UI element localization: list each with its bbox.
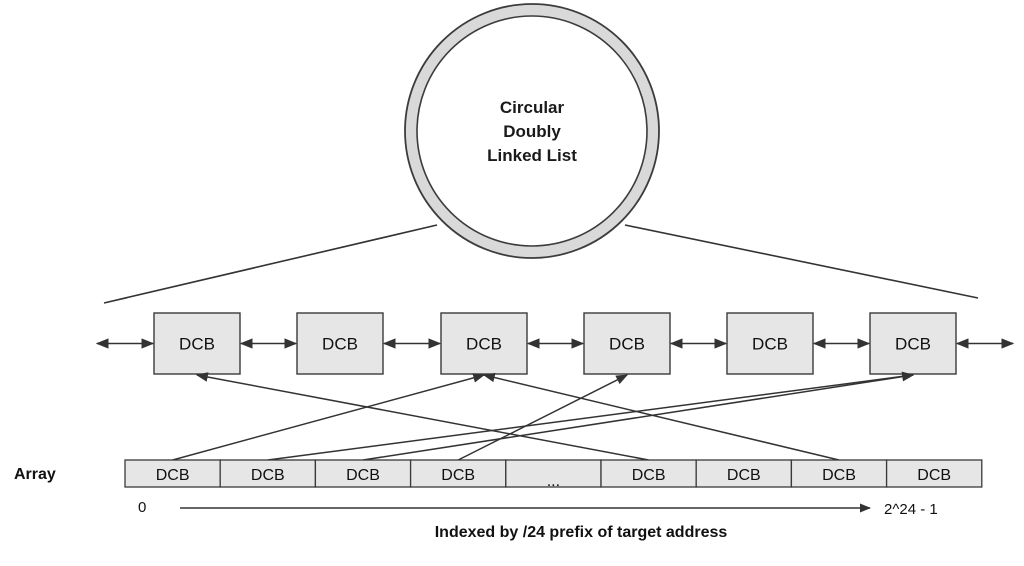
array-cell: DCB <box>790 459 888 488</box>
list-node-box <box>583 312 671 375</box>
circle-title-line-3: Linked List <box>487 146 577 165</box>
array-cell: DCB <box>695 459 793 488</box>
pointer-arrow <box>172 373 486 461</box>
array-cell: DCB <box>219 459 317 488</box>
array-cell: ... <box>505 459 602 490</box>
array-cell-box <box>314 459 412 488</box>
array-cell: DCB <box>124 459 221 488</box>
list-node-label: DCB <box>466 335 502 354</box>
array-cell: DCB <box>409 459 507 488</box>
list-node-label: DCB <box>609 335 645 354</box>
list-node-label: DCB <box>179 335 215 354</box>
circle-title-line-2: Doubly <box>503 122 561 141</box>
array-cell: DCB <box>885 459 983 488</box>
array-cell-label: DCB <box>917 467 951 484</box>
array-label: Array <box>14 466 56 483</box>
pointer-arrow <box>457 374 629 461</box>
array-cell-box <box>790 459 888 488</box>
array-cell-box <box>885 459 983 488</box>
array-cell-box <box>124 459 221 488</box>
index-end-label: 2^24 - 1 <box>884 501 938 518</box>
list-node-dcb: DCB <box>296 312 384 375</box>
array-cell-label: DCB <box>346 467 380 484</box>
array-cell-label: DCB <box>632 467 666 484</box>
list-node-label: DCB <box>895 335 931 354</box>
array-cell-label: DCB <box>441 467 475 484</box>
pointer-arrow <box>267 371 915 461</box>
array-index-caption: Indexed by /24 prefix of target address <box>435 524 728 541</box>
array-cell-label: DCB <box>251 467 285 484</box>
list-node-dcb: DCB <box>583 312 671 375</box>
array-cell-box <box>695 459 793 488</box>
list-node-label: DCB <box>322 335 358 354</box>
array-ellipsis: ... <box>547 473 560 490</box>
array-cell-label: DCB <box>822 467 856 484</box>
array-cell-label: DCB <box>156 467 190 484</box>
linked-list: DCB DCB DCB DCB DCB DCB <box>95 312 1015 375</box>
array-cell: DCB <box>600 459 697 488</box>
list-node-dcb: DCB <box>153 312 241 375</box>
index-start-label: 0 <box>138 499 146 516</box>
array-cell-label: DCB <box>727 467 761 484</box>
array-cell-box <box>409 459 507 488</box>
pointer-arrow <box>362 371 915 461</box>
pointer-arrow <box>195 372 649 461</box>
array-cell-box <box>505 459 602 488</box>
list-node-dcb: DCB <box>869 312 957 375</box>
pointer-arrow <box>482 372 840 461</box>
list-node-label: DCB <box>752 335 788 354</box>
array-cell: DCB <box>314 459 412 488</box>
list-node-box <box>726 312 814 375</box>
circular-list-circle: Circular Doubly Linked List <box>404 3 660 259</box>
circle-title-line-1: Circular <box>500 98 565 117</box>
zoom-line-left <box>103 224 438 304</box>
zoom-line-right <box>624 224 979 299</box>
list-node-dcb: DCB <box>726 312 814 375</box>
dcb-array: DCB DCB DCB DCB... DCB DCB DCB DCB <box>124 459 983 490</box>
array-pointers <box>172 371 915 461</box>
list-node-dcb: DCB <box>440 312 528 375</box>
list-node-box <box>869 312 957 375</box>
